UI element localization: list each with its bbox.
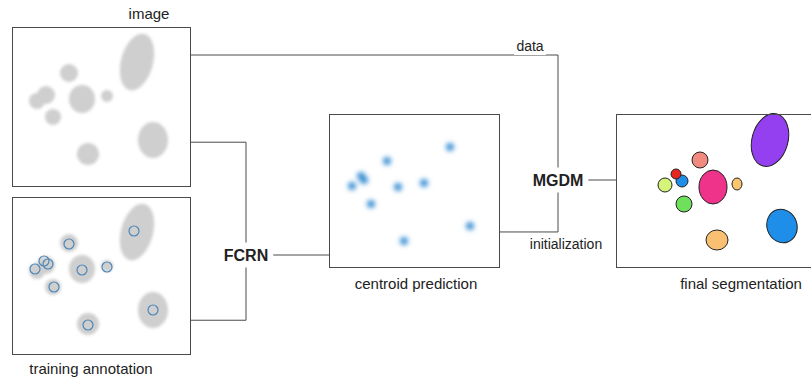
panel-caption: final segmentation — [680, 275, 802, 293]
method-label: MGDM — [528, 168, 589, 193]
panel-caption: centroid prediction — [355, 275, 478, 293]
connector-line — [588, 180, 616, 181]
annotation-markers — [30, 226, 158, 330]
prediction-panel: centroid prediction — [329, 114, 500, 268]
panel-caption: image — [129, 5, 170, 23]
edge-label: initialization — [528, 236, 604, 253]
annotated-cells — [29, 200, 168, 335]
annotation-panel: training annotation — [12, 197, 191, 355]
image-panel: image — [12, 27, 191, 187]
connector-line — [191, 268, 246, 321]
segmentation-panel: final segmentation — [616, 114, 811, 268]
edge-label: data — [514, 38, 545, 55]
centroid-dots — [348, 143, 474, 245]
segmented-cells — [658, 109, 802, 250]
connector-line — [500, 193, 558, 232]
method-name: MGDM — [533, 171, 584, 190]
connector-line — [273, 255, 329, 256]
method-name: FCRN — [224, 246, 268, 265]
image-cells — [29, 30, 168, 165]
connector-line — [191, 55, 558, 168]
panel-caption: training annotation — [29, 360, 152, 378]
method-label: FCRN — [219, 243, 273, 268]
connector-line — [191, 142, 246, 242]
